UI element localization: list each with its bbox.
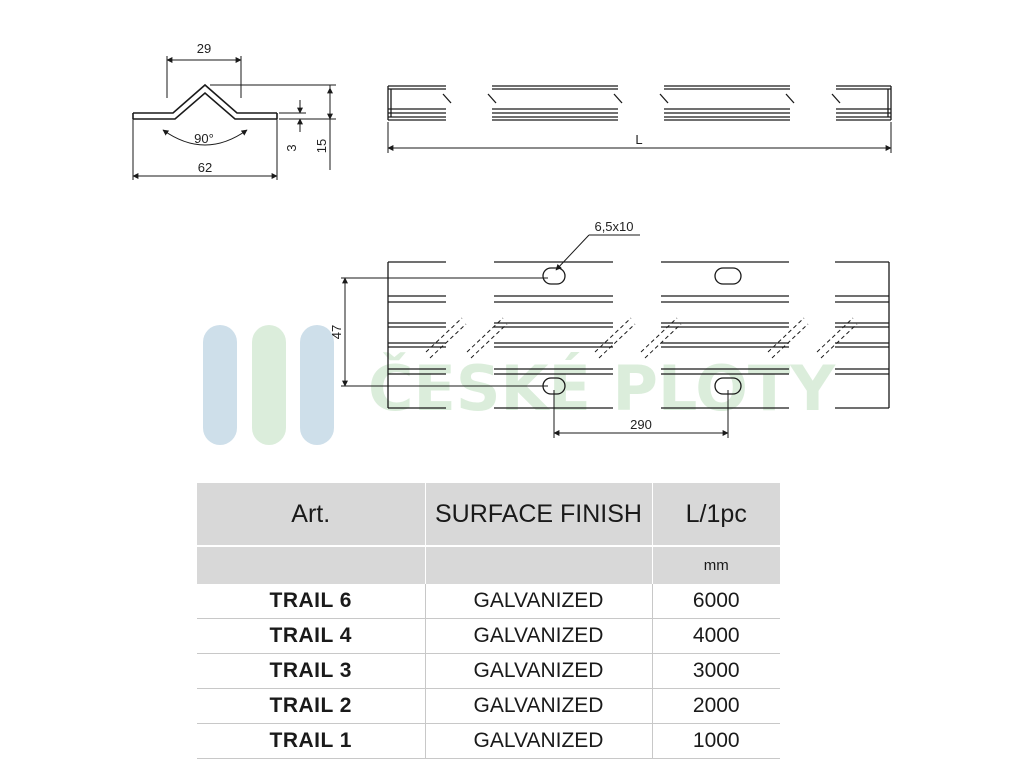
spec-table: Art. SURFACE FINISH L/1pc mm TRAIL 6 GAL… <box>197 483 780 759</box>
watermark-text: ČESKÉ PLOTY <box>368 352 836 425</box>
dim-29: 29 <box>197 41 211 56</box>
unit-art <box>197 545 426 584</box>
cell-finish: GALVANIZED <box>425 618 653 654</box>
cell-length: 6000 <box>652 584 780 619</box>
table-row: TRAIL 4 GALVANIZED 4000 <box>197 618 780 654</box>
units-row: mm <box>197 545 780 584</box>
cell-length: 2000 <box>652 688 780 724</box>
table-row: TRAIL 2 GALVANIZED 2000 <box>197 688 780 724</box>
front-view <box>341 234 890 438</box>
dim-angle: 90° <box>194 131 214 146</box>
dim-47: 47 <box>329 325 344 339</box>
profile-dimensions <box>132 56 336 180</box>
cell-art: TRAIL 1 <box>197 723 426 759</box>
side-view <box>387 85 892 153</box>
technical-drawing: ČESKÉ PLOTY 29 90° 62 3 15 <box>132 41 892 445</box>
cell-length: 1000 <box>652 723 780 759</box>
dim-62: 62 <box>198 160 212 175</box>
dim-15: 15 <box>314 139 329 153</box>
header-length: L/1pc <box>652 483 780 546</box>
cell-finish: GALVANIZED <box>425 653 653 689</box>
cell-length: 4000 <box>652 618 780 654</box>
table-row: TRAIL 6 GALVANIZED 6000 <box>197 584 780 619</box>
profile-cross-section <box>132 83 278 120</box>
cell-art: TRAIL 4 <box>197 618 426 654</box>
cell-finish: GALVANIZED <box>425 584 653 619</box>
header-art: Art. <box>197 483 426 546</box>
unit-length: mm <box>652 545 780 584</box>
dim-length: L <box>635 132 642 147</box>
table-row: TRAIL 3 GALVANIZED 3000 <box>197 653 780 689</box>
dim-3: 3 <box>284 144 299 151</box>
cell-art: TRAIL 6 <box>197 584 426 619</box>
header-surface-finish: SURFACE FINISH <box>425 483 653 546</box>
dim-slot: 6,5x10 <box>594 219 633 234</box>
unit-finish <box>425 545 653 584</box>
dim-290: 290 <box>630 417 652 432</box>
cell-art: TRAIL 3 <box>197 653 426 689</box>
cell-art: TRAIL 2 <box>197 688 426 724</box>
cell-finish: GALVANIZED <box>425 688 653 724</box>
table-header-row: Art. SURFACE FINISH L/1pc <box>197 483 780 546</box>
watermark-logo: ČESKÉ PLOTY <box>203 325 836 445</box>
cell-length: 3000 <box>652 653 780 689</box>
cell-finish: GALVANIZED <box>425 723 653 759</box>
table-row: TRAIL 1 GALVANIZED 1000 <box>197 723 780 759</box>
